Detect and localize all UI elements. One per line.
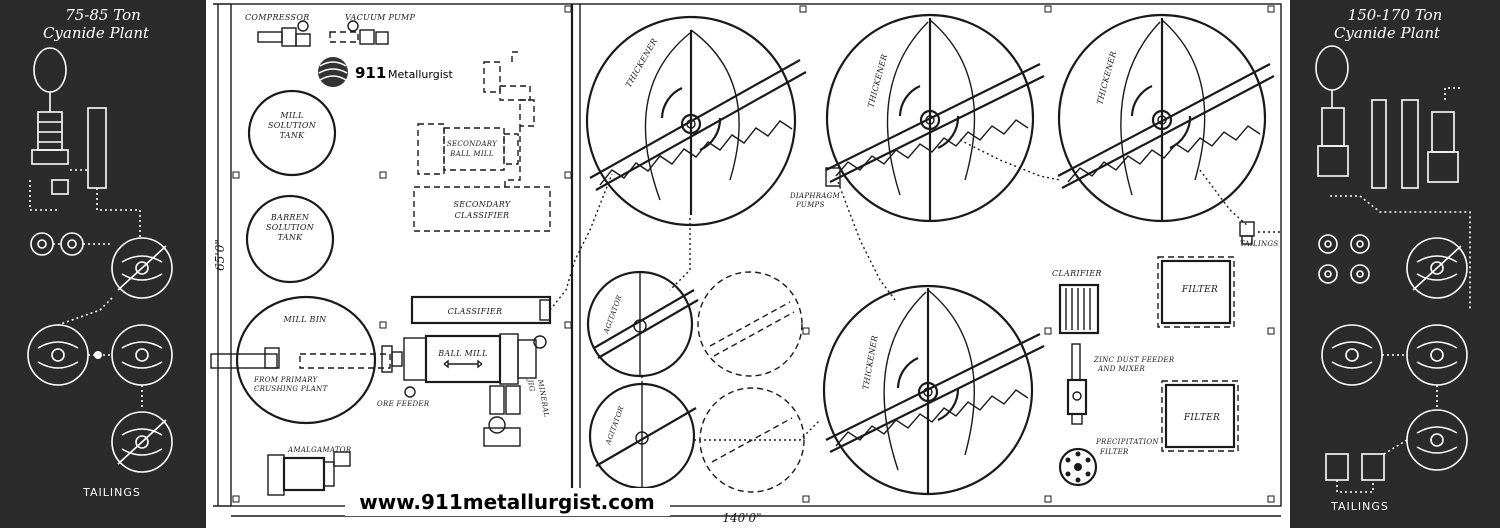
plan-area: 65'0" 140'0" COMPRESSOR VACUUM PUMP bbox=[210, 3, 1282, 525]
agitator-1: AGITATOR bbox=[586, 270, 699, 378]
zinc-dust-feeder: ZINC DUST FEEDER AND MIXER bbox=[1066, 343, 1175, 425]
flow-lines bbox=[549, 139, 1282, 441]
filter-2: FILTER bbox=[1161, 380, 1239, 452]
right-tailings-label: TAILINGS bbox=[1330, 500, 1389, 513]
watermark-text: www.911metallurgist.com bbox=[359, 490, 654, 514]
secondary-classifier-label-2: CLASSIFIER bbox=[455, 211, 510, 220]
thickener-3-label: THICKENER bbox=[1095, 50, 1118, 105]
future-agitator-1 bbox=[697, 271, 803, 377]
mill-solution-tank-label-1: MILL bbox=[279, 111, 303, 120]
diaphragm-pumps-label-2: PUMPS bbox=[795, 201, 825, 209]
vacuum-pump-label: VACUUM PUMP bbox=[345, 13, 416, 22]
thickener-1: THICKENER bbox=[585, 15, 807, 227]
filter-1: FILTER bbox=[1157, 256, 1235, 328]
precipitation-label-2: FILTER bbox=[1099, 448, 1129, 456]
secondary-ball-mill: SECONDARY BALL MILL bbox=[417, 123, 519, 175]
diaphragm-pumps-label-1: DIAPHRAGM bbox=[789, 192, 841, 200]
filter-2-label: FILTER bbox=[1183, 413, 1220, 423]
filter-1-label: FILTER bbox=[1181, 285, 1218, 295]
building-outline bbox=[230, 3, 1282, 507]
secondary-classifier-label-1: SECONDARY bbox=[454, 200, 511, 209]
ore-feeder: ORE FEEDER bbox=[377, 345, 430, 408]
classifier-label: CLASSIFIER bbox=[448, 307, 503, 316]
right-agitator-icon-2 bbox=[1350, 234, 1370, 254]
left-panel-title-2: Cyanide Plant bbox=[43, 24, 150, 42]
left-thickener-icon-4 bbox=[111, 411, 173, 473]
ball-mill-label: BALL MILL bbox=[437, 349, 488, 358]
mill-solution-tank: MILL SOLUTION TANK bbox=[247, 89, 337, 177]
left-tailings-label: TAILINGS bbox=[82, 486, 141, 499]
logo-text: Metallurgist bbox=[388, 68, 453, 81]
from-primary-label-1: FROM PRIMARY bbox=[253, 376, 319, 384]
height-dimension: 65'0" bbox=[213, 239, 227, 271]
thickener-4: THICKENER bbox=[822, 284, 1045, 496]
right-panel-title-2: Cyanide Plant bbox=[1334, 24, 1441, 42]
mill-bin: MILL BIN bbox=[235, 295, 377, 425]
left-panel-title-1: 75-85 Ton bbox=[65, 6, 141, 24]
logo: 911 Metallurgist bbox=[318, 57, 453, 87]
tailings-outlet-label: TAILINGS bbox=[1240, 240, 1278, 248]
amalgamator: AMALGAMATOR bbox=[267, 446, 352, 496]
width-dimension: 140'0" bbox=[722, 511, 761, 525]
barren-solution-tank-label-3: TANK bbox=[278, 233, 304, 242]
left-panel: 75-85 Ton Cyanide Plant bbox=[0, 0, 206, 528]
thickener-2: THICKENER bbox=[825, 13, 1045, 223]
left-thickener-icon-1 bbox=[111, 237, 173, 299]
compressor-label: COMPRESSOR bbox=[245, 13, 310, 22]
classifier: CLASSIFIER bbox=[410, 295, 552, 325]
agitator-2-label: AGITATOR bbox=[604, 405, 626, 447]
secondary-ball-mill-label-2: BALL MILL bbox=[449, 150, 494, 158]
right-thickener-icon-1 bbox=[1406, 237, 1468, 299]
compressor-icon bbox=[257, 20, 311, 47]
primary-feed-conveyor: FROM PRIMARY CRUSHING PLANT bbox=[210, 347, 391, 393]
barren-solution-tank-label-2: SOLUTION bbox=[266, 223, 315, 232]
barren-solution-tank-label-1: BARREN bbox=[270, 213, 310, 222]
zinc-dust-label-2: AND MIXER bbox=[1097, 365, 1145, 373]
right-agitator-icon-3 bbox=[1318, 264, 1338, 284]
agitator-2: AGITATOR bbox=[588, 382, 697, 490]
thickener-3: THICKENER bbox=[1057, 13, 1275, 223]
mill-solution-tank-label-2: SOLUTION bbox=[268, 121, 317, 130]
precipitation-filter: PRECIPITATION FILTER bbox=[1058, 438, 1159, 487]
right-agitator-icon-1 bbox=[1318, 234, 1338, 254]
clarifier-label: CLARIFIER bbox=[1052, 269, 1102, 278]
right-panel-title-1: 150-170 Ton bbox=[1348, 6, 1443, 24]
right-panel: 150-170 Ton Cyanide Plant bbox=[1290, 0, 1500, 528]
clarifier: CLARIFIER bbox=[1052, 269, 1102, 335]
column-posts bbox=[232, 5, 1275, 503]
zinc-dust-label-1: ZINC DUST FEEDER bbox=[1093, 356, 1175, 364]
secondary-ball-mill-label-1: SECONDARY bbox=[447, 140, 498, 148]
thickener-4-label: THICKENER bbox=[861, 335, 879, 391]
vacuum-pump-icon bbox=[329, 20, 389, 45]
logo-number: 911 bbox=[355, 64, 386, 82]
diaphragm-pumps: DIAPHRAGM PUMPS bbox=[789, 167, 841, 209]
mill-solution-tank-label-3: TANK bbox=[280, 131, 306, 140]
mill-bin-label: MILL BIN bbox=[283, 315, 328, 324]
right-filter-icon-2 bbox=[1361, 453, 1385, 481]
secondary-pump-icons bbox=[483, 51, 535, 187]
mineral-jig-label-1: MINERAL bbox=[536, 378, 551, 418]
mineral-jig-label-2: JIG bbox=[526, 377, 536, 392]
watermark-banner: www.911metallurgist.com bbox=[345, 488, 670, 516]
from-primary-label-2: CRUSHING PLANT bbox=[254, 385, 329, 393]
logo-icon bbox=[318, 57, 348, 87]
barren-solution-tank: BARREN SOLUTION TANK bbox=[245, 194, 335, 284]
thickener-2-label: THICKENER bbox=[866, 53, 889, 108]
ore-feeder-label: ORE FEEDER bbox=[377, 400, 430, 408]
tailings-pump: TAILINGS bbox=[1239, 221, 1278, 248]
mineral-jig: MINERAL JIG bbox=[483, 377, 551, 447]
precipitation-label-1: PRECIPITATION bbox=[1095, 438, 1159, 446]
right-agitator-icon-4 bbox=[1350, 264, 1370, 284]
left-thickener-icon-2 bbox=[27, 324, 89, 386]
amalgamator-label: AMALGAMATOR bbox=[287, 446, 352, 454]
agitator-1-label: AGITATOR bbox=[602, 294, 624, 336]
ball-mill: BALL MILL bbox=[403, 333, 547, 415]
secondary-classifier: SECONDARY CLASSIFIER bbox=[413, 186, 551, 232]
